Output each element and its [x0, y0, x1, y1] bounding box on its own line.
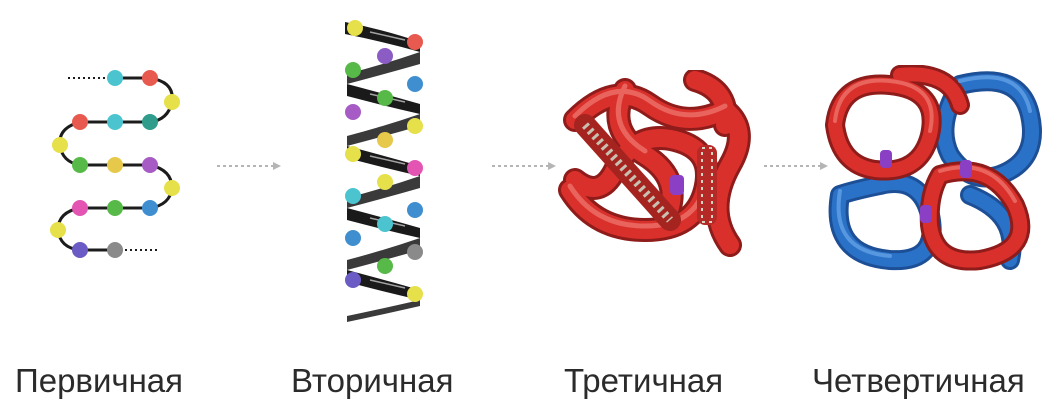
arrow-secondary-to-tertiary	[490, 160, 560, 172]
primary-structure-figure	[40, 60, 200, 280]
helix-segment-vertical	[697, 145, 717, 225]
label-quaternary: Четвертичная	[812, 362, 1025, 400]
label-tertiary: Третичная	[564, 362, 723, 400]
purple-accent	[670, 175, 684, 195]
label-primary: Первичная	[15, 362, 183, 400]
secondary-structure-figure	[335, 12, 435, 322]
quaternary-structure-figure	[820, 65, 1045, 275]
label-secondary: Вторичная	[291, 362, 453, 400]
arrow-primary-to-secondary	[215, 160, 285, 172]
amino-acid-beads	[50, 70, 180, 258]
tertiary-structure-figure	[555, 70, 760, 270]
